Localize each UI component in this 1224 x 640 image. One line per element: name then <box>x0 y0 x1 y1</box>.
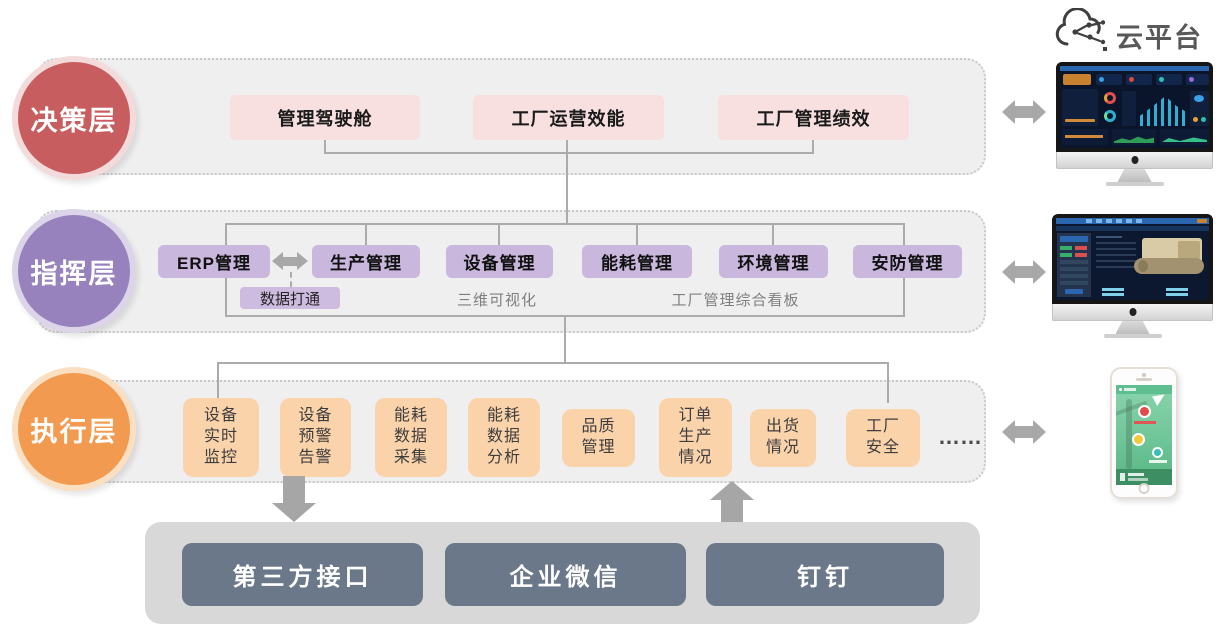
connector-line <box>887 362 889 403</box>
execution-box: 品质 管理 <box>562 409 635 467</box>
monitor-base <box>1103 334 1162 338</box>
wind-turbine-mast <box>1126 399 1132 469</box>
connector-line <box>324 152 814 154</box>
monitor-bezel <box>1052 214 1213 304</box>
status-badge <box>1152 447 1163 458</box>
down-arrow-shaft <box>283 476 305 504</box>
arrow-right-tip <box>1033 100 1046 124</box>
command-box: 生产管理 <box>312 245 420 278</box>
monitor-chin <box>1052 304 1213 321</box>
command-box: 设备管理 <box>446 245 553 278</box>
decision-layer-label: 决策层 <box>30 105 118 136</box>
connector-line <box>564 317 566 363</box>
arrow-bar <box>283 256 297 266</box>
cloud-platform-label: 云平台 <box>1116 23 1203 53</box>
three-d-visualization-note: 三维可视化 <box>456 292 537 309</box>
decision-box: 管理驾驶舱 <box>230 95 420 140</box>
arrow-left-tip <box>1002 420 1015 444</box>
more-items-ellipsis: …… <box>938 424 982 449</box>
execution-box: 设备 预警 告警 <box>280 398 351 477</box>
integration-button: 企业微信 <box>445 543 686 606</box>
integration-button: 钉钉 <box>706 543 944 606</box>
monitor-stand <box>1117 169 1152 182</box>
arrow-left-tip <box>272 252 283 270</box>
connector-line <box>812 140 814 153</box>
arrow-bar <box>1015 266 1033 278</box>
execution-box: 工厂 安全 <box>846 409 920 467</box>
cloud-icon <box>1055 8 1107 51</box>
factory-dashboard-note: 工厂管理综合看板 <box>671 292 800 309</box>
arrow-right-tip <box>297 252 308 270</box>
arrow-left-tip <box>1002 260 1015 284</box>
execution-layer-label: 执行层 <box>30 416 118 447</box>
equipment-screen <box>1056 218 1209 300</box>
monitor-stand <box>1115 321 1150 334</box>
execution-box: 能耗 数据 分析 <box>468 398 540 477</box>
execution-box: 能耗 数据 采集 <box>375 398 447 477</box>
decision-box: 工厂管理绩效 <box>718 95 909 140</box>
decision-sync-arrow <box>1002 100 1046 124</box>
down-arrow-head <box>272 503 316 522</box>
decision-dashboard-monitor <box>1056 62 1213 186</box>
command-sync-arrow <box>1002 260 1046 284</box>
alert-badge <box>1138 405 1151 418</box>
connector-line <box>365 223 367 245</box>
execution-box: 出货 情况 <box>750 409 816 467</box>
decision-box: 工厂运营效能 <box>473 95 664 140</box>
dashboard-screen <box>1060 66 1209 148</box>
warning-badge <box>1132 433 1145 446</box>
arrow-left-tip <box>1002 100 1015 124</box>
apple-logo <box>1129 308 1136 316</box>
command-box: ERP管理 <box>158 245 270 278</box>
data-bridge-chip: 数据打通 <box>240 287 340 309</box>
home-button <box>1138 483 1150 494</box>
mobile-app-phone <box>1110 367 1178 499</box>
execution-sync-arrow <box>1002 420 1046 444</box>
up-arrow-head <box>710 481 754 500</box>
execution-box: 订单 生产 情况 <box>659 398 732 477</box>
command-box: 安防管理 <box>853 245 962 278</box>
app-screen <box>1116 385 1172 485</box>
phone-camera <box>1142 373 1146 377</box>
arrow-bar <box>1015 106 1033 118</box>
connector-line <box>566 140 568 224</box>
command-layer-label: 指挥层 <box>30 258 118 289</box>
connector-line <box>324 140 326 153</box>
arrow-bar <box>1015 426 1033 438</box>
dashed-connector <box>290 272 292 287</box>
up-arrow-shaft <box>721 499 743 523</box>
integration-button: 第三方接口 <box>182 543 423 606</box>
connector-line <box>636 223 638 245</box>
command-layer-circle: 指挥层 <box>12 209 136 333</box>
command-box: 环境管理 <box>719 245 828 278</box>
erp-production-sync-arrow <box>272 252 308 270</box>
connector-line <box>498 223 500 245</box>
execution-layer-circle: 执行层 <box>12 367 136 491</box>
apple-logo <box>1131 156 1138 164</box>
execution-box: 设备 实时 监控 <box>183 398 259 477</box>
decision-layer-circle: 决策层 <box>12 56 136 180</box>
command-box: 能耗管理 <box>582 245 692 278</box>
monitor-chin <box>1056 152 1213 169</box>
monitor-base <box>1105 182 1164 186</box>
connector-line <box>772 223 774 245</box>
monitor-bezel <box>1056 62 1213 152</box>
arrow-right-tip <box>1033 260 1046 284</box>
connector-line <box>217 362 889 364</box>
arrow-right-tip <box>1033 420 1046 444</box>
connector-line <box>217 362 219 399</box>
command-dashboard-monitor <box>1052 214 1213 338</box>
phone-speaker <box>1136 378 1152 381</box>
